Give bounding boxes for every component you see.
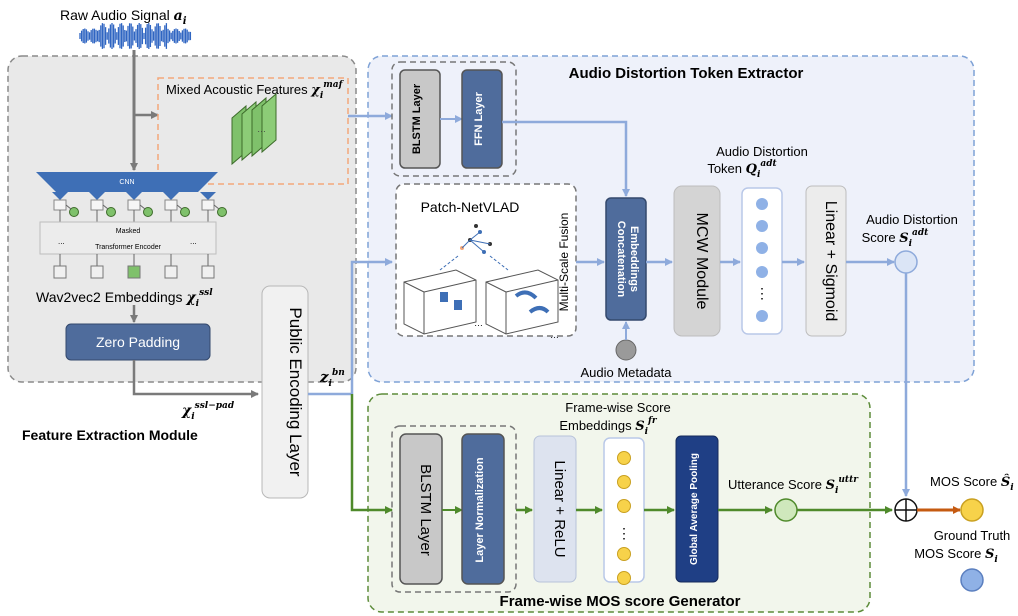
svg-text:...: ...	[190, 237, 197, 246]
ffn-layer-box	[461, 69, 503, 169]
adt-score-node	[894, 250, 918, 274]
linear-sigmoid-label: Linear + Sigmoid	[822, 201, 839, 322]
latent-square	[53, 199, 67, 211]
ssl-pad-symbol: χissl−pad	[181, 401, 235, 422]
netvlad-patch-cube-right	[485, 269, 559, 335]
layer-norm-box	[461, 433, 505, 585]
patch-netvlad-label: Patch-NetVLAD	[421, 199, 520, 215]
quantizer-q-node	[69, 207, 79, 217]
adt-token-dot	[756, 242, 768, 254]
cnn-output-tick	[52, 192, 68, 200]
embeddings-concat-label: EmbeddingsConcatenation	[615, 221, 640, 298]
feature-module-title: Feature Extraction Module	[22, 427, 198, 443]
context-embedding-square	[164, 265, 178, 279]
frame-score-dot	[617, 451, 631, 465]
context-embedding-square	[90, 265, 104, 279]
z-bn-symbol: zibn	[319, 368, 345, 389]
quantizer-q-node	[217, 207, 227, 217]
latent-square	[201, 199, 215, 211]
svg-text:⋮: ⋮	[755, 285, 769, 301]
latent-square	[90, 199, 104, 211]
adt-token-dot	[756, 220, 768, 232]
context-embedding-square	[53, 265, 67, 279]
quantizer-connector	[139, 204, 146, 210]
public-encoding-box	[261, 285, 309, 499]
cnn-output-tick	[200, 192, 216, 200]
adt-token-dot	[756, 198, 768, 210]
raw-audio-label: Raw Audio Signal ai	[60, 7, 187, 27]
context-embedding-square	[127, 265, 141, 279]
frame-score-dot	[617, 475, 631, 489]
svg-text:...: ...	[58, 237, 65, 246]
latent-square	[164, 199, 178, 211]
quantizer-connector	[65, 204, 72, 210]
ground-truth-node	[960, 568, 984, 592]
wav2vec2-label: Wav2vec2 Embeddings χissl	[36, 288, 213, 309]
quantizer-connector	[102, 204, 109, 210]
mos-score-label: MOS Score Ŝi	[930, 473, 1014, 493]
cnn-output-tick	[126, 192, 142, 200]
cnn-output-tick	[89, 192, 105, 200]
blstm-ffn-group	[391, 61, 517, 177]
masked-label: Masked	[116, 228, 141, 235]
linear-relu-label: Linear + ReLU	[551, 460, 568, 557]
zero-padding-label: Zero Padding	[96, 334, 180, 350]
frame-score-dot	[617, 571, 631, 585]
transformer-label: Transformer Encoder	[95, 244, 162, 251]
utterance-score-node	[774, 498, 798, 522]
svg-text:⋮: ⋮	[617, 525, 631, 541]
latent-square	[127, 199, 141, 211]
blstm-bottom-label: BLSTM Layer	[417, 464, 434, 556]
quantizer-q-node	[106, 207, 116, 217]
audio-waveform	[79, 23, 192, 49]
wav2vec2-model: CNN Masked Transformer Encoder ... ...	[36, 172, 227, 279]
cnn-label: CNN	[119, 179, 134, 186]
blstm-layer-label: BLSTM Layer	[411, 83, 423, 154]
adt-title: Audio Distortion Token Extractor	[569, 65, 804, 82]
layer-norm-label: Layer Normalization	[474, 457, 486, 562]
ffn-layer-label: FFN Layer	[473, 91, 485, 146]
mcw-module-label: MCW Module	[693, 213, 710, 310]
quantizer-connector	[176, 204, 183, 210]
public-encoding-label: Public Encoding Layer	[286, 307, 305, 477]
svg-text:…: …	[550, 330, 559, 340]
adt-token-dot	[756, 310, 768, 322]
generator-title: Frame-wise MOS score Generator	[500, 593, 741, 610]
embeddings-concat-box	[605, 197, 647, 321]
svg-text:…: …	[474, 318, 483, 328]
zero-padding-box	[65, 323, 211, 361]
mixed-acoustic-label: Mixed Acoustic Features χimaf	[166, 80, 345, 101]
netvlad-patch-cube-left	[403, 269, 477, 335]
mixed-acoustic-box	[157, 77, 349, 185]
global-avg-pool-label: Global Average Pooling	[689, 453, 700, 565]
cnn-output-tick	[163, 192, 179, 200]
quantizer-q-node	[180, 207, 190, 217]
multi-scale-fusion-label: Multi-Scale Fusion	[557, 213, 571, 312]
audio-metadata-label: Audio Metadata	[580, 365, 672, 380]
feature-map-stack: …	[231, 92, 277, 166]
mos-score-node	[960, 498, 984, 522]
quantizer-connector	[213, 204, 220, 210]
frame-score-dot	[617, 547, 631, 561]
netvlad-cluster-graphic	[439, 224, 509, 271]
context-embedding-square	[201, 265, 215, 279]
svg-text:…: …	[257, 124, 266, 134]
utterance-score-label: Utterance Score Siuttr	[728, 475, 859, 496]
audio-metadata-node	[615, 339, 637, 361]
quantizer-q-node	[143, 207, 153, 217]
frame-score-dot	[617, 499, 631, 513]
adt-token-dot	[756, 266, 768, 278]
